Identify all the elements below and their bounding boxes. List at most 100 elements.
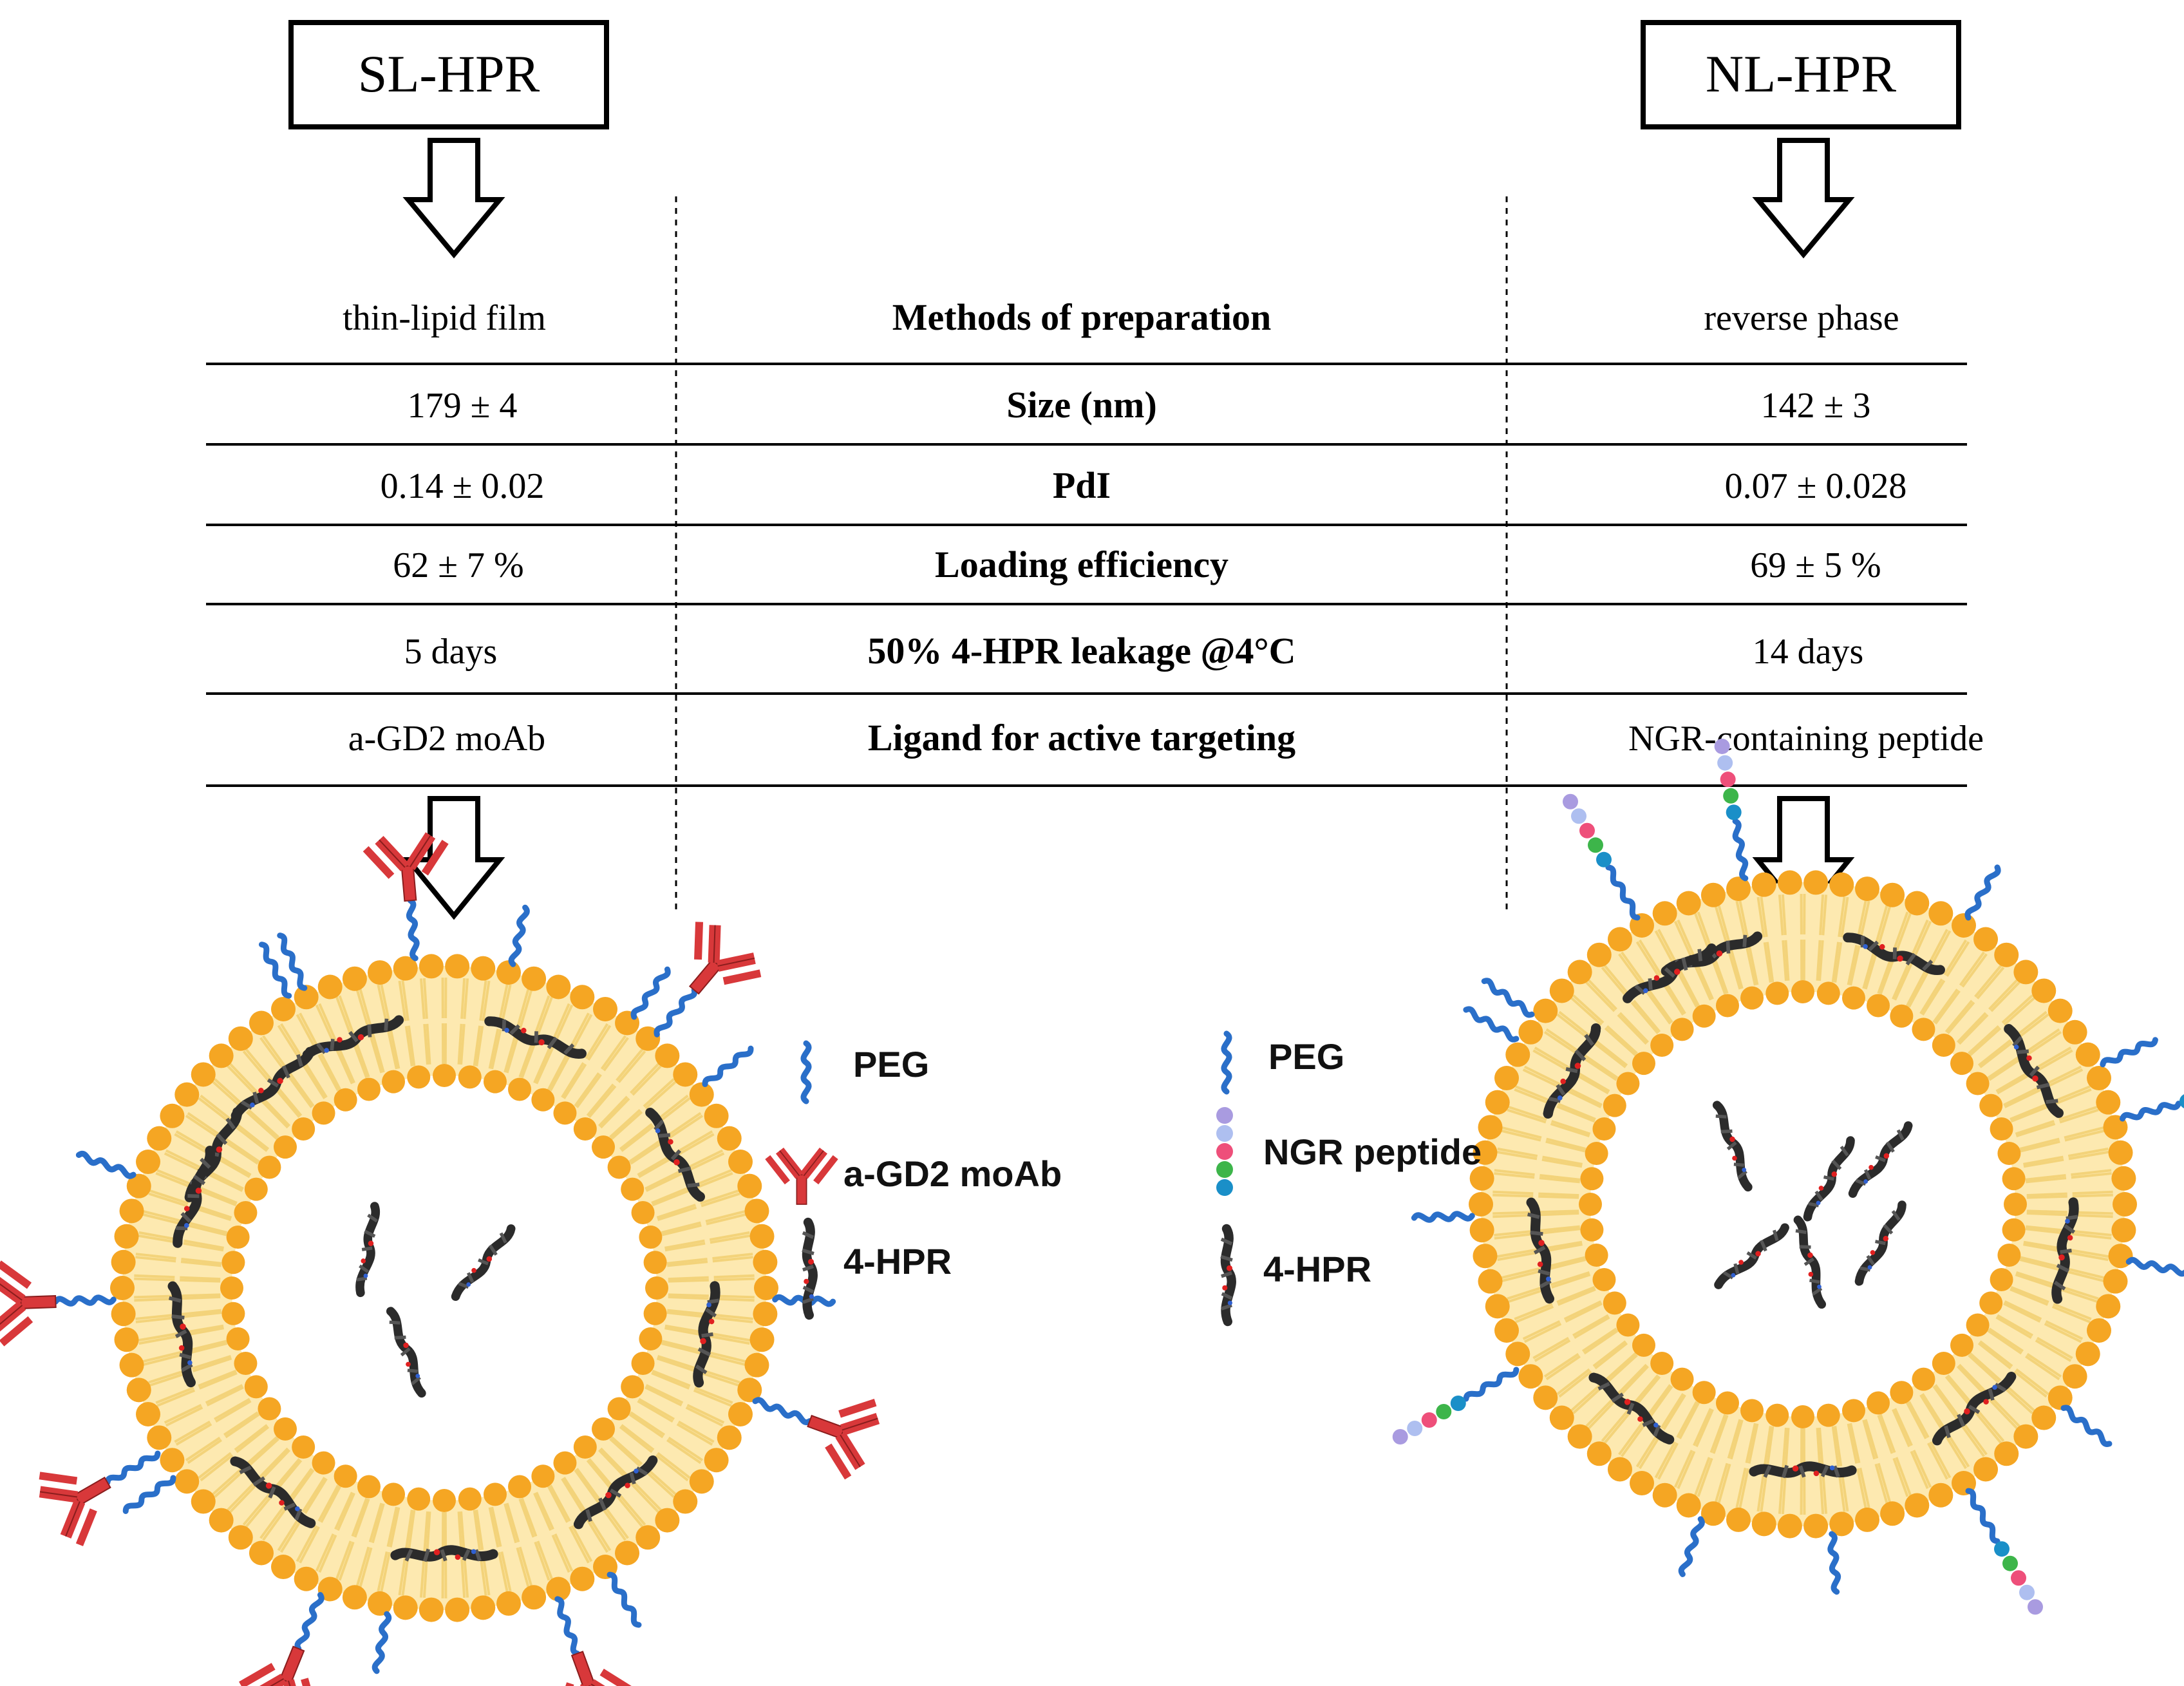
lipid-heads [110,954,778,1622]
peptide-bead [1994,1541,2010,1557]
lipid-heads [1469,870,2137,1539]
peg-chain [78,1153,134,1177]
legend-nl-peg: PEG [1268,1036,1344,1077]
peg-linker [2122,1101,2179,1121]
peptide-bead [1579,822,1595,838]
sl-loading: 62 ± 7 % [393,545,523,585]
sl-pdi: 0.14 ± 0.02 [381,466,545,506]
peg-icon [1224,1034,1229,1092]
legend-nl-drug: 4-HPR [1263,1249,1371,1289]
lipid-tails [1492,893,2113,1515]
label-size: Size (nm) [1006,384,1157,426]
nl-ligand: NGR-containing peptide [1628,719,1984,759]
peptide-bead [2028,1599,2043,1615]
peptide-bead [1720,772,1736,788]
legend-sl-drug: 4-HPR [843,1241,952,1282]
legend-nl: PEG NGR peptide 4-HPR [1216,1034,1482,1321]
nl-loading: 69 ± 5 % [1750,545,1881,585]
peptide-bead [1450,1396,1466,1411]
peg-chain [1483,979,1533,1016]
peg-linker [408,900,418,958]
legend-nl-peptide: NGR peptide [1263,1132,1482,1172]
table-row: 62 ± 7 % Loading efficiency 69 ± 5 % [393,544,1881,585]
drug-molecule [354,1206,380,1294]
peg-chain [1829,1534,1840,1592]
peg-linker [106,1452,159,1485]
drug-molecule [1793,1218,1826,1306]
peg-icon [804,1043,809,1101]
nl-hpr-title: NL-HPR [1706,44,1896,103]
antibody-icon [767,1151,835,1204]
table-row: a-GD2 moAb Ligand for active targeting N… [348,717,1984,759]
table-row: 179 ± 4 Size (nm) 142 ± 3 [408,384,1871,426]
peptide-bead [1714,738,1730,754]
peg-chain [2128,1259,2184,1274]
peg-linker [1966,1490,2000,1542]
sl-hpr-title: SL-HPR [358,44,540,103]
sl-ligand: a-GD2 moAb [348,719,545,759]
label-method: Methods of preparation [892,296,1272,338]
drug-icon [1221,1229,1232,1321]
peptide-bead [1407,1421,1423,1436]
nl-hpr-liposome [1392,738,2184,1615]
peptide-bead [1571,808,1586,824]
drug-molecule [451,1225,515,1299]
peg-chain [2102,1037,2156,1066]
peptide-bead [1717,755,1733,771]
peptide-bead [1726,804,1742,820]
label-leakage: 50% 4-HPR leakage @4°C [867,630,1295,672]
peptide-bead [2019,1584,2035,1600]
peg-chain [1465,1008,1518,1041]
peg-chain [374,1613,390,1671]
down-arrow-icon [1752,138,1855,259]
peptide-bead [2002,1555,2018,1571]
drug-molecule [386,1309,426,1396]
peg-chain [704,1047,753,1086]
antibody [796,1383,883,1480]
peg-chain [2062,1406,2111,1446]
peg-chain [608,1573,641,1626]
label-loading: Loading efficiency [935,544,1228,585]
table-row: thin-lipid film Methods of preparation r… [343,296,1899,338]
peg-chain [1966,866,2000,919]
table-row: 5 days 50% 4-HPR leakage @4°C 14 days [404,630,1864,672]
antibody [33,1448,127,1548]
peg-chain [1680,1519,1703,1575]
nl-hpr-title-box: NL-HPR [1641,20,1961,129]
peg-linker [655,989,696,1036]
label-pdi: PdI [1053,464,1111,506]
drug-molecule [1854,1202,1907,1283]
sl-hpr-title-box: SL-HPR [288,20,609,129]
bilayer-membrane [122,966,766,1610]
lipid-tails [134,977,755,1599]
peptide-icon [1216,1107,1233,1196]
peg-chain [511,907,528,965]
antibody [238,1634,336,1686]
nl-size: 142 ± 3 [1761,386,1871,426]
sl-method: thin-lipid film [343,298,546,338]
peg-linker [55,1297,113,1304]
peg-chain [632,968,670,1018]
peptide-bead [2179,1094,2184,1108]
peg-linker [296,1594,323,1649]
peptide-bead [1421,1412,1437,1428]
drug-molecule [1802,1138,1856,1219]
drug-molecule [1714,1224,1788,1288]
peg-linker [555,1598,579,1654]
sl-leakage: 5 days [404,632,498,672]
peptide-bead [1392,1429,1408,1444]
down-arrow-icon [402,138,505,259]
peg-linker [1733,820,1748,878]
peptide-bead [1436,1404,1452,1419]
drug-molecule [1712,1103,1752,1189]
peg-linker [1606,866,1640,919]
bilayer-membrane [1481,882,2125,1526]
peg-linker [1465,1368,1518,1401]
sl-hpr-liposome [0,834,883,1686]
peptide-bead [1588,837,1603,853]
label-ligand: Ligand for active targeting [868,717,1295,759]
peg-chain [1414,1213,1472,1220]
peg-chain [124,1476,174,1513]
peptide-bead [1596,851,1612,867]
